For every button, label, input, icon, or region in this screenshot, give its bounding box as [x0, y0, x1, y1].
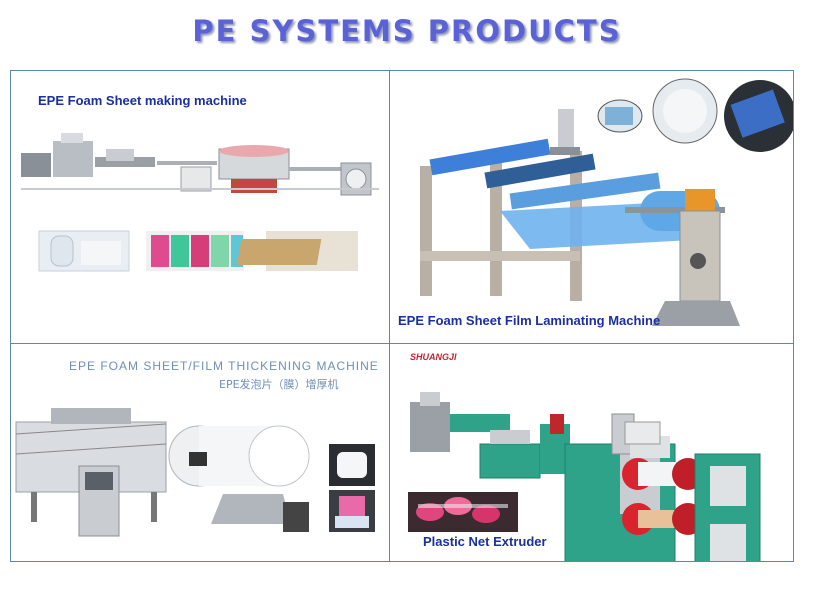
product-sublabel: EPE发泡片（膜）增厚机 [219, 378, 339, 391]
product-cell-foam-sheet-making[interactable]: EPE Foam Sheet making machine [11, 71, 389, 343]
product-cell-net-extruder[interactable]: SHUANGJI [390, 344, 793, 561]
product-grid: EPE Foam Sheet making machine [10, 70, 794, 562]
thickening-machine-image [15, 408, 375, 537]
product-cell-thickening[interactable]: EPE FOAM SHEET/FILM THICKENING MACHINE E… [11, 344, 389, 561]
product-label: EPE Foam Sheet making machine [38, 93, 247, 108]
net-extruder-image [408, 392, 761, 561]
product-label: EPE FOAM SHEET/FILM THICKENING MACHINE [69, 359, 379, 373]
laminating-machine-image [420, 78, 793, 326]
brand-logo: SHUANGJI [410, 352, 457, 362]
foam-sheet-machine-image [21, 133, 379, 272]
grid-divider-vertical [389, 71, 390, 561]
page-title: PE SYSTEMS PRODUCTS [192, 14, 622, 48]
product-label: Plastic Net Extruder [423, 534, 547, 549]
grid-divider-horizontal [11, 343, 793, 344]
product-label: EPE Foam Sheet Film Laminating Machine [398, 313, 661, 328]
product-cell-film-laminating[interactable]: EPE Foam Sheet Film Laminating Machine [390, 71, 793, 343]
